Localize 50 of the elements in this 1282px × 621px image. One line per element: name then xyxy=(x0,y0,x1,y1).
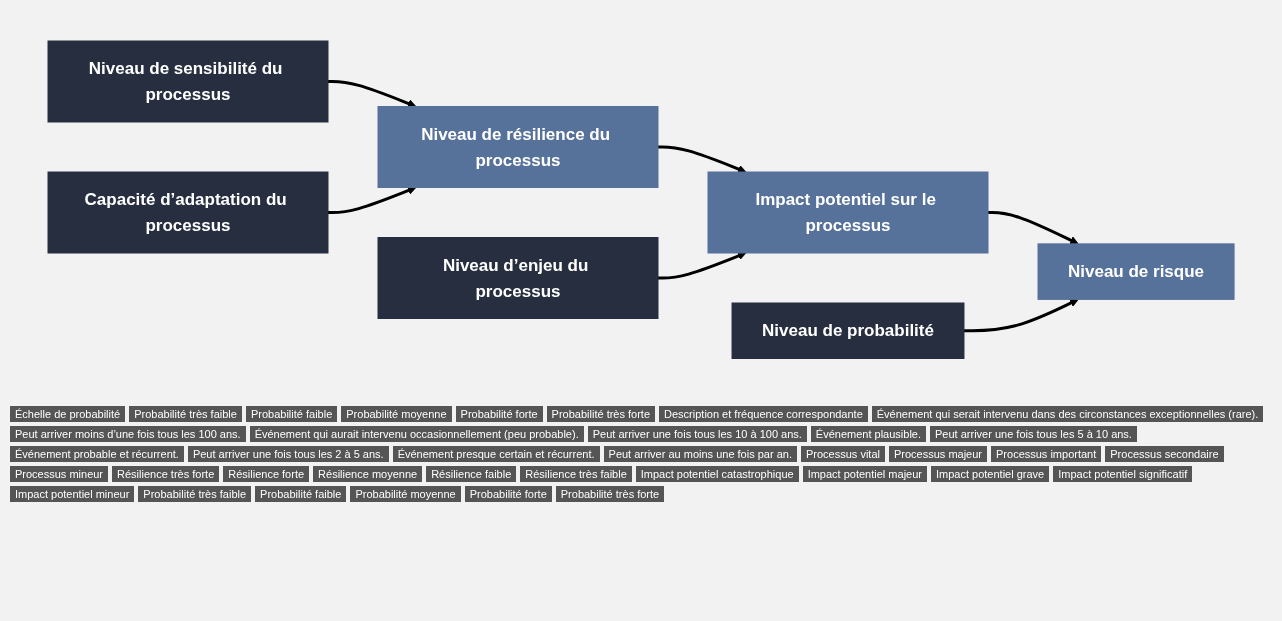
table-text: Événement qui serait intervenu dans des circonstances exceptionnelles (rare). xyxy=(871,406,1264,422)
table-text: Processus mineur xyxy=(10,466,109,482)
table-text: Impact potentiel catastrophique xyxy=(635,466,799,482)
table-text: Probabilité faible xyxy=(245,406,338,422)
node-box: Niveau de sensibilité du processus xyxy=(47,40,329,123)
arrow xyxy=(327,186,417,215)
table-text: Impact potentiel majeur xyxy=(802,466,927,482)
table-text: Probabilité moyenne xyxy=(341,406,452,422)
node-box: Capacité d’adaptation du processus xyxy=(47,171,329,254)
table-text: Événement presque certain et récurrent. xyxy=(392,446,600,462)
node-box: Niveau d’enjeu du processus xyxy=(377,237,659,320)
table-text: Résilience très forte xyxy=(112,466,220,482)
table-text: Peut arriver une fois tous les 5 à 10 ans. xyxy=(930,426,1137,442)
table-text: Résilience très faible xyxy=(520,466,632,482)
table-text: Probabilité faible xyxy=(255,486,347,502)
arrow xyxy=(657,252,747,280)
table-text: Événement plausible. xyxy=(810,426,927,442)
table-text: Impact potentiel significatif xyxy=(1053,466,1193,482)
table-text: Impact potentiel grave xyxy=(931,466,1050,482)
table-text: Peut arriver au moins une fois par an. xyxy=(603,446,797,462)
node-box: Impact potentiel sur le processus xyxy=(707,171,989,254)
table-text: Processus secondaire xyxy=(1105,446,1224,462)
arrow xyxy=(963,299,1079,333)
table-text: Échelle de probabilité xyxy=(10,406,126,422)
table-text: Peut arriver moins d’une fois tous les 100 ans. xyxy=(10,426,246,442)
table-text: Peut arriver une fois tous les 10 à 100 ans. xyxy=(587,426,807,442)
table-text: Probabilité très faible xyxy=(129,406,242,422)
table-text: Impact potentiel mineur xyxy=(10,486,135,502)
table-text: Peut arriver une fois tous les 2 à 5 ans. xyxy=(187,446,389,462)
table-text: Probabilité moyenne xyxy=(350,486,461,502)
arrow xyxy=(327,80,417,108)
table-text: Probabilité très forte xyxy=(555,486,665,502)
table-text: Probabilité très forte xyxy=(546,406,656,422)
table-text: Événement qui aurait intervenu occasionnellement (peu probable). xyxy=(249,426,584,442)
table-text: Résilience moyenne xyxy=(313,466,423,482)
arrow xyxy=(657,145,747,174)
table-text: Résilience forte xyxy=(223,466,310,482)
table-text: Description et fréquence correspondante xyxy=(659,406,868,422)
table-text: Probabilité forte xyxy=(464,486,552,502)
table-text: Processus majeur xyxy=(888,446,987,462)
node-box: Niveau de résilience du processus xyxy=(377,106,659,189)
table-text: Résilience faible xyxy=(426,466,517,482)
table-text: Événement probable et récurrent. xyxy=(10,446,184,462)
arrow xyxy=(987,211,1079,245)
table-text: Processus vital xyxy=(801,446,885,462)
table-text: Probabilité forte xyxy=(455,406,543,422)
node-box: Niveau de risque xyxy=(1037,243,1235,301)
table-text: Processus important xyxy=(991,446,1102,462)
node-box: Niveau de probabilité xyxy=(731,302,965,360)
table-text: Probabilité très faible xyxy=(138,486,252,502)
